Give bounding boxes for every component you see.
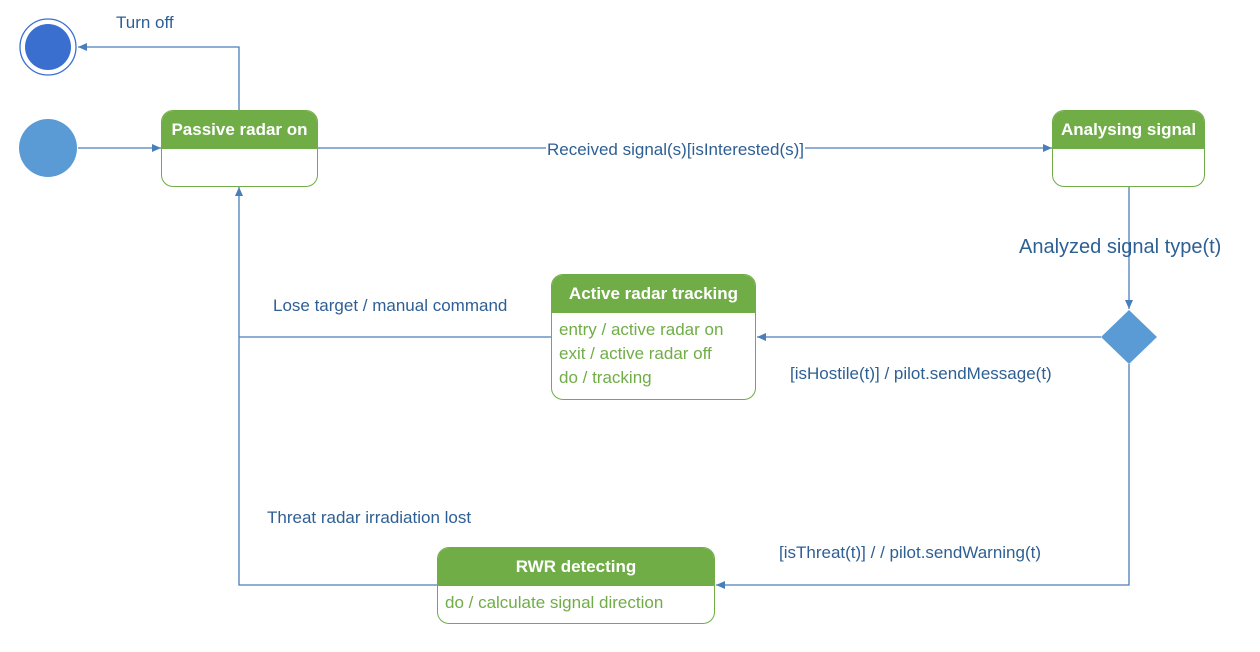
activity-do-calculate: do / calculate signal direction [445,593,664,612]
state-rwr-detecting-activities: do / calculate signal direction [438,586,714,615]
state-rwr-detecting-title: RWR detecting [438,548,714,586]
state-active-radar-tracking: Active radar tracking entry / active rad… [551,274,756,400]
edge-is-threat [716,364,1130,589]
label-received-signal: Received signal(s)[isInterested(s)] [546,140,805,159]
label-analyzed-signal-type: Analyzed signal type(t) [1019,236,1222,258]
state-passive-radar-on: Passive radar on [161,110,318,187]
state-passive-radar-on-title: Passive radar on [162,111,317,149]
final-node [25,24,71,70]
edge-irradiation-lost [235,187,437,586]
decision-node [1101,310,1157,364]
state-active-radar-tracking-title: Active radar tracking [552,275,755,313]
activity-entry: entry / active radar on [559,320,724,339]
activity-exit: exit / active radar off [559,344,712,363]
state-rwr-detecting: RWR detecting do / calculate signal dire… [437,547,715,624]
label-is-threat: [isThreat(t)] / / pilot.sendWarning(t) [779,543,1042,562]
label-is-hostile: [isHostile(t)] / pilot.sendMessage(t) [790,364,1052,383]
state-active-radar-tracking-activities: entry / active radar on exit / active ra… [552,313,755,390]
edge-turn-off [78,43,240,111]
state-analysing-signal: Analysing signal [1052,110,1205,187]
activity-do: do / tracking [559,368,652,387]
label-irradiation-lost: Threat radar irradiation lost [267,508,472,527]
label-turn-off: Turn off [116,13,174,32]
initial-node [19,119,77,177]
label-lose-target: Lose target / manual command [273,296,508,315]
state-analysing-signal-title: Analysing signal [1053,111,1204,149]
